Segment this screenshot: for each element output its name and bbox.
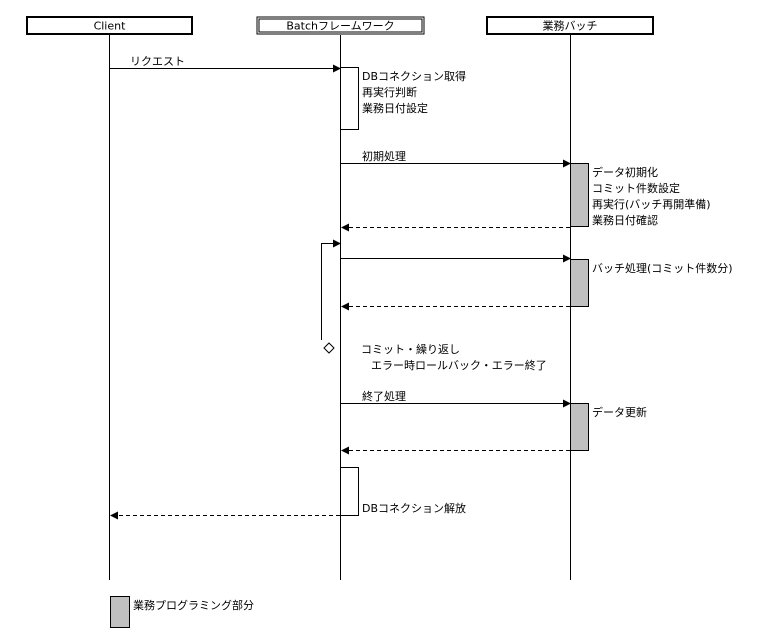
participant-box-outer [256, 16, 425, 35]
loop-condition-diamond-icon [323, 342, 335, 354]
participant-framework[interactable]: Batchフレームワーク [256, 16, 425, 35]
activation-box [340, 67, 359, 130]
loop-note: エラー時ロールバック・エラー終了 [371, 358, 547, 372]
activation-framework-end[interactable]: DBコネクション解放 [340, 467, 467, 516]
activation-box [570, 259, 589, 307]
activation-note: バッチ処理(コミット件数分) [592, 262, 733, 275]
activation-box [570, 403, 589, 451]
message-label: 終了処理 [362, 389, 406, 403]
activation-note: DBコネクション解放 [362, 501, 466, 515]
activation-note: 業務日付設定 [362, 101, 428, 115]
activation-framework-start[interactable]: DBコネクション取得 再実行判断 業務日付設定 [340, 67, 467, 130]
participant-client[interactable]: Client [26, 16, 193, 35]
participant-label: Batchフレームワーク [286, 20, 394, 33]
activation-note: データ初期化 [592, 165, 658, 179]
loop-arrow [321, 239, 341, 340]
participant-box-inner [258, 18, 423, 33]
loop-note: コミット・繰り返し [361, 342, 460, 356]
message-label: 初期処理 [362, 149, 406, 163]
activation-box [570, 163, 589, 227]
legend: 業務プログラミング部分 [110, 596, 254, 628]
activation-batch-process[interactable]: バッチ処理(コミット件数分) [570, 259, 733, 307]
activation-note: 再実行(バッチ再開準備) [592, 197, 711, 211]
activation-note: 業務日付確認 [592, 213, 658, 227]
legend-swatch [110, 596, 130, 628]
activation-box [340, 467, 359, 516]
activation-note: データ更新 [592, 405, 647, 419]
legend-label: 業務プログラミング部分 [133, 598, 254, 612]
message-request[interactable]: リクエスト [110, 55, 341, 73]
participant-label: Client [94, 20, 127, 33]
activation-batch-finish[interactable]: データ更新 [570, 403, 648, 451]
participant-box [486, 16, 654, 35]
participant-box [26, 16, 193, 35]
activation-note: 再実行判断 [362, 85, 417, 99]
participant-batch[interactable]: 業務バッチ [486, 16, 654, 35]
participant-label: 業務バッチ [543, 19, 598, 33]
loop-block[interactable]: コミット・繰り返し エラー時ロールバック・エラー終了 [321, 239, 547, 373]
message-label: リクエスト [130, 55, 185, 68]
message-init[interactable]: 初期処理 [341, 149, 571, 168]
activation-batch-init[interactable]: データ初期化 コミット件数設定 再実行(バッチ再開準備) 業務日付確認 [570, 163, 711, 228]
activation-note: コミット件数設定 [592, 181, 680, 195]
message-finish[interactable]: 終了処理 [341, 389, 571, 408]
activation-note: DBコネクション取得 [362, 70, 466, 83]
